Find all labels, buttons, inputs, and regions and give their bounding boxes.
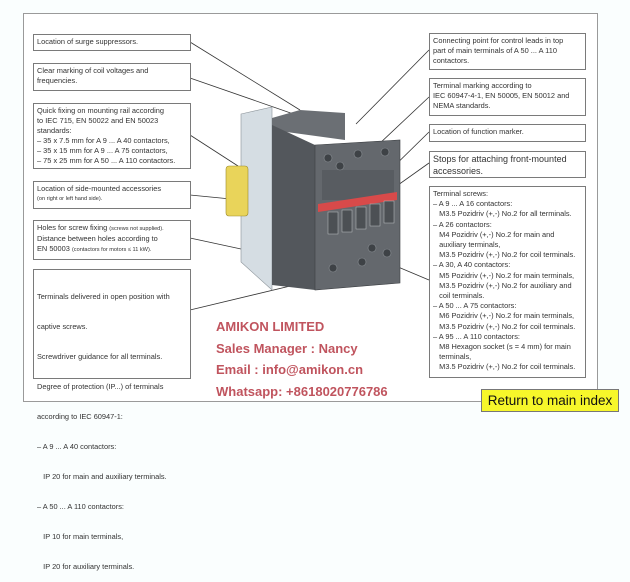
- leader-line: [189, 77, 306, 119]
- callout-text: Clear marking of coil voltages and: [37, 66, 149, 75]
- callout-text: M3.5 Pozidriv (+,-) No.2 for all termina…: [433, 209, 572, 219]
- callout-text: terminals,: [433, 352, 472, 362]
- callout-text: EN 50003 (contactors for motors ≤ 11 kW)…: [37, 244, 187, 255]
- callout-text: Stops for attaching front-mounted: [433, 154, 567, 164]
- leader-line: [189, 134, 239, 167]
- callout-text: – A 9 ... A 16 contactors:: [433, 199, 513, 209]
- sales-manager: Sales Manager : Nancy: [216, 340, 358, 356]
- callout-text: M4 Pozidriv (+,-) No.2 for main and: [433, 229, 555, 239]
- leader-line: [189, 41, 301, 111]
- callout-text: M5 Pozidriv (+,-) No.2 for main terminal…: [433, 270, 575, 280]
- callout-terminals-protection: Terminals delivered in open position wit…: [33, 269, 191, 571]
- callout-text: Terminals delivered in open position wit…: [37, 292, 170, 301]
- callout-text: M8 Hexagon socket (s = 4 mm) for main: [433, 342, 571, 352]
- leader-line: [377, 96, 430, 146]
- callout-text: Holes for screw fixing (screws not suppl…: [37, 223, 187, 234]
- callout-text: captive screws.: [37, 322, 88, 331]
- callout-text: IP 20 for main and auxiliary terminals.: [37, 472, 167, 481]
- callout-text: – 35 x 15 mm for A 9 ... A 75 contactors…: [37, 146, 168, 155]
- callout-text: M3.5 Pozidriv (+,-) No.2 for coil termin…: [433, 362, 576, 372]
- contactor-illustration: [189, 41, 430, 311]
- callout-function-marker: Location of function marker.: [429, 124, 586, 142]
- contactor-side: [272, 125, 315, 290]
- callout-note: (screws not supplied).: [109, 226, 164, 232]
- callout-text: – A 30, A 40 contactors:: [433, 260, 511, 270]
- callout-text: Screwdriver guidance for all terminals.: [37, 352, 163, 361]
- callout-text: M3.5 Pozidriv (+,-) No.2 for coil termin…: [433, 321, 576, 331]
- terminal-screws: [323, 147, 392, 273]
- callout-rail-fixing: Quick fixing on mounting rail according …: [33, 103, 191, 169]
- callout-screw-holes: Holes for screw fixing (screws not suppl…: [33, 220, 191, 260]
- callout-text: Holes for screw fixing: [37, 223, 110, 232]
- callout-side-accessories: Location of side-mounted accessories (on…: [33, 181, 191, 209]
- return-to-main-index-button[interactable]: Return to main index: [481, 389, 619, 412]
- callout-text: IP 20 for auxiliary terminals.: [37, 562, 135, 571]
- callout-text: EN 50003: [37, 244, 72, 253]
- red-marker-bar: [318, 192, 397, 212]
- callout-text: Distance between holes according to: [37, 234, 158, 243]
- callout-text: – A 50 ... A 75 contactors:: [433, 301, 517, 311]
- callout-text: Terminal screws:: [433, 189, 489, 198]
- callout-text: Terminal marking according to: [433, 81, 532, 90]
- contact-blocks: [327, 200, 395, 235]
- callout-note: (contactors for motors ≤ 11 kW).: [71, 247, 152, 253]
- callout-text: M3.5 Pozidriv (+,-) No.2 for auxiliary a…: [433, 280, 572, 290]
- callout-text: according to IEC 60947-1:: [37, 412, 123, 421]
- callout-text: coil terminals.: [433, 291, 485, 301]
- callout-text: frequencies.: [37, 76, 78, 85]
- callout-text: Location of surge suppressors.: [37, 37, 139, 46]
- callout-text: IEC 60947-4-1, EN 50005, EN 50012 and: [433, 91, 570, 100]
- callout-text: – A 95 ... A 110 contactors:: [433, 331, 520, 341]
- callout-text: Quick fixing on mounting rail according: [37, 106, 164, 115]
- callout-coil-marking: Clear marking of coil voltages and frequ…: [33, 63, 191, 91]
- callout-text: NEMA standards.: [433, 101, 491, 110]
- contact-whatsapp: Whatsapp: +8618020776786: [216, 383, 388, 399]
- callout-note: (on right or left hand side).: [37, 196, 103, 202]
- contact-email: Email : info@amikon.cn: [216, 362, 364, 377]
- top-terminals: [272, 110, 345, 140]
- callout-text: – A 9 ... A 40 contactors:: [37, 442, 117, 451]
- callout-text: M3.5 Pozidriv (+,-) No.2 for coil termin…: [433, 250, 576, 260]
- callout-terminal-marking: Terminal marking according to IEC 60947-…: [429, 78, 586, 116]
- leader-line: [355, 49, 430, 125]
- callout-text: accessories.: [433, 165, 484, 176]
- callout-control-leads: Connecting point for control leads in to…: [429, 33, 586, 70]
- callout-text: to IEC 715, EN 50022 and EN 50023: [37, 116, 159, 125]
- callout-text: – 75 x 25 mm for A 50 ... A 110 contacto…: [37, 156, 176, 165]
- callout-text: IP 10 for main terminals,: [37, 532, 124, 541]
- contact-watermark: AMIKON LIMITED Sales Manager : Nancy Ema…: [216, 316, 388, 402]
- callout-text: auxiliary terminals,: [433, 240, 501, 250]
- callout-text: contactors.: [433, 56, 470, 65]
- callout-text: Degree of protection (IP...) of terminal…: [37, 382, 164, 391]
- callout-text: – A 26 contactors:: [433, 219, 492, 229]
- callout-text: part of main terminals of A 50 ... A 110: [433, 46, 557, 55]
- callout-front-stops: Stops for attaching front-mounted access…: [429, 151, 586, 178]
- callout-terminal-screws: Terminal screws: – A 9 ... A 16 contacto…: [429, 186, 586, 378]
- callout-text: – A 50 ... A 110 contactors:: [37, 502, 124, 511]
- callout-text: M6 Pozidriv (+,-) No.2 for main terminal…: [433, 311, 575, 321]
- callout-text: Connecting point for control leads in to…: [433, 36, 564, 45]
- callout-text: – 35 x 7.5 mm for A 9 ... A 40 contactor…: [37, 136, 170, 145]
- side-accessory: [225, 165, 249, 217]
- callout-surge-suppressors: Location of surge suppressors.: [33, 34, 191, 51]
- company-name: AMIKON LIMITED: [216, 319, 325, 334]
- callout-text: Location of side-mounted accessories: [37, 184, 162, 193]
- callout-text: standards:: [37, 126, 72, 135]
- callout-text: Location of function marker.: [433, 127, 524, 136]
